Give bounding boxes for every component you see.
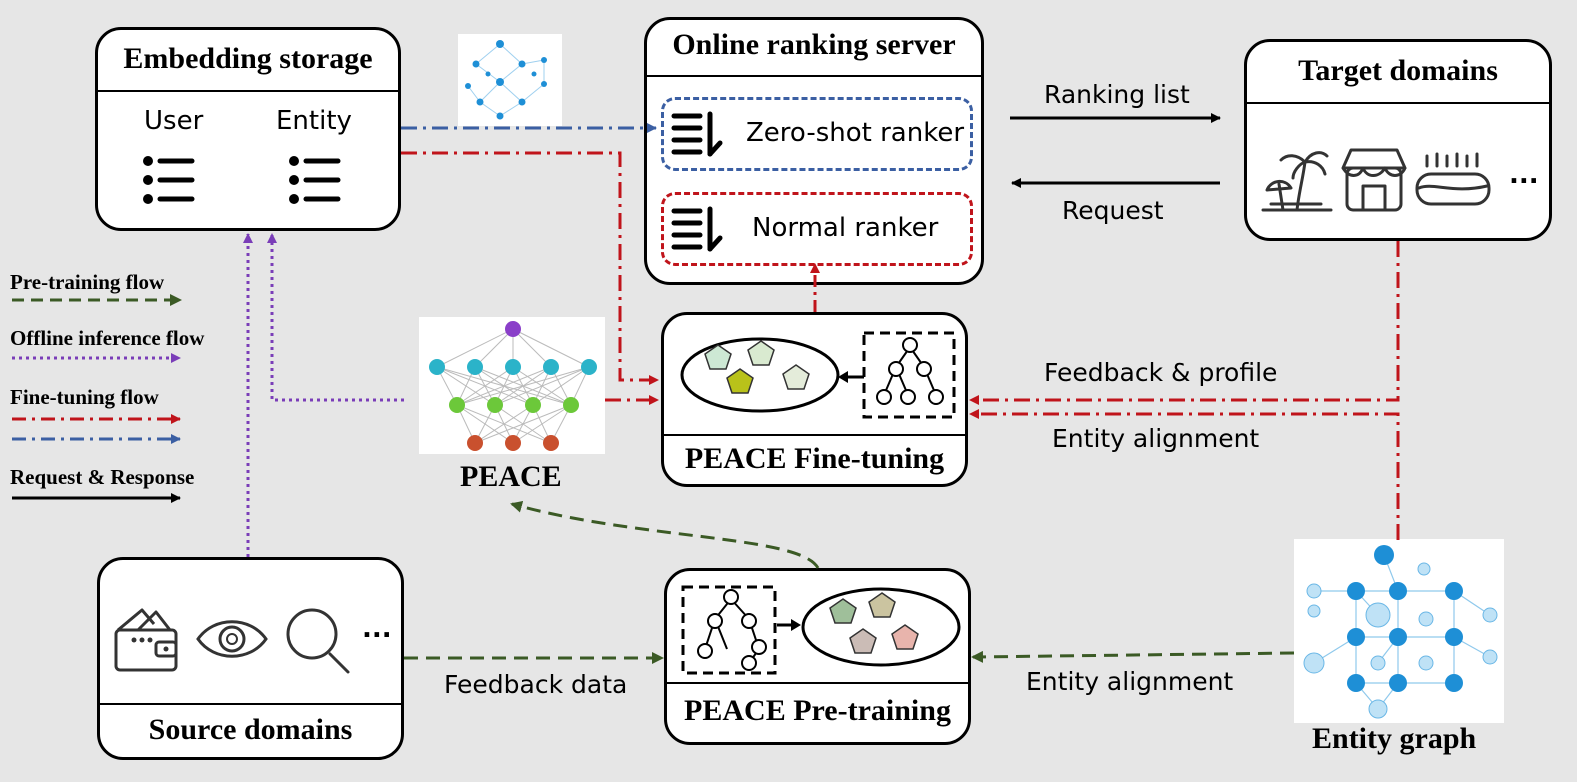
red-target-feedback-arrow bbox=[969, 241, 1400, 405]
entity-alignment-top-label: Entity alignment bbox=[1052, 424, 1260, 453]
search-icon bbox=[286, 608, 350, 674]
peace-fine-tuning-title: PEACE Fine-tuning bbox=[684, 442, 945, 475]
target-domains-more: ... bbox=[1509, 160, 1539, 190]
beach-palm-icon bbox=[1261, 151, 1333, 212]
red-embedding-to-finetune-arrow bbox=[401, 151, 659, 385]
purple-peace-to-embedding-arrow bbox=[267, 233, 404, 402]
normal-ranker-label: Normal ranker bbox=[752, 213, 939, 243]
pre-training-embedding-illustration bbox=[681, 585, 961, 675]
target-domains-box: Target domains bbox=[1244, 39, 1552, 241]
user-column-label: User bbox=[144, 106, 204, 136]
wallet-icon bbox=[114, 608, 178, 672]
entity-list-icon bbox=[289, 156, 341, 204]
entity-graph-label: Entity graph bbox=[1312, 722, 1477, 755]
entity-network-graph bbox=[1303, 545, 1498, 719]
embedding-storage-box: Embedding storage User Entity bbox=[95, 27, 401, 231]
entity-graph-image bbox=[1294, 539, 1504, 723]
fine-tuning-embedding-illustration bbox=[680, 331, 956, 419]
red-entity-alignment-top-arrow bbox=[969, 409, 1400, 540]
online-ranking-server-title: Online ranking server bbox=[672, 28, 956, 61]
peace-pre-training-title: PEACE Pre-training bbox=[684, 694, 951, 727]
source-domains-title: Source domains bbox=[148, 713, 353, 746]
zero-shot-ranker-label: Zero-shot ranker bbox=[746, 118, 965, 148]
ranking-list-label: Ranking list bbox=[1044, 80, 1190, 109]
legend-finetuning-label: Fine-tuning flow bbox=[10, 385, 159, 409]
target-domains-title: Target domains bbox=[1298, 54, 1498, 87]
legend-request-response-label: Request & Response bbox=[10, 465, 195, 489]
peace-network-image bbox=[419, 317, 605, 454]
entity-alignment-bottom-label: Entity alignment bbox=[1026, 667, 1234, 696]
store-icon bbox=[1341, 148, 1407, 212]
online-ranking-server-box: Online ranking server Zero-shot ranker N… bbox=[644, 17, 984, 285]
neural-network-icon bbox=[429, 321, 597, 451]
legend-pretraining-label: Pre-training flow bbox=[10, 270, 165, 294]
normal-ranker: Normal ranker bbox=[661, 192, 973, 266]
green-entity-alignment-arrow bbox=[971, 650, 1295, 663]
feedback-profile-label: Feedback & profile bbox=[1044, 358, 1278, 387]
green-pretrain-to-peace-arrow bbox=[510, 500, 820, 569]
embedding-storage-title: Embedding storage bbox=[123, 42, 373, 75]
peace-pre-training-box: PEACE Pre-training bbox=[664, 568, 971, 745]
network-graph-icon bbox=[465, 40, 547, 120]
entity-column-label: Entity bbox=[276, 106, 352, 136]
peace-label: PEACE bbox=[460, 460, 562, 493]
zero-shot-ranker: Zero-shot ranker bbox=[661, 97, 973, 171]
feedback-data-label: Feedback data bbox=[444, 670, 628, 699]
legend-offline-inference-label: Offline inference flow bbox=[10, 326, 205, 350]
peace-fine-tuning-box: PEACE Fine-tuning bbox=[661, 312, 968, 487]
sort-descending-icon bbox=[671, 206, 723, 252]
request-label: Request bbox=[1062, 196, 1164, 225]
user-list-icon bbox=[143, 156, 195, 204]
eye-icon bbox=[196, 620, 268, 658]
source-domains-box: ... Source domains bbox=[97, 557, 404, 760]
sort-descending-icon bbox=[671, 111, 723, 157]
source-domains-more: ... bbox=[362, 614, 392, 644]
hot-spring-icon bbox=[1415, 152, 1491, 206]
entity-graph-thumbnail bbox=[458, 34, 562, 126]
